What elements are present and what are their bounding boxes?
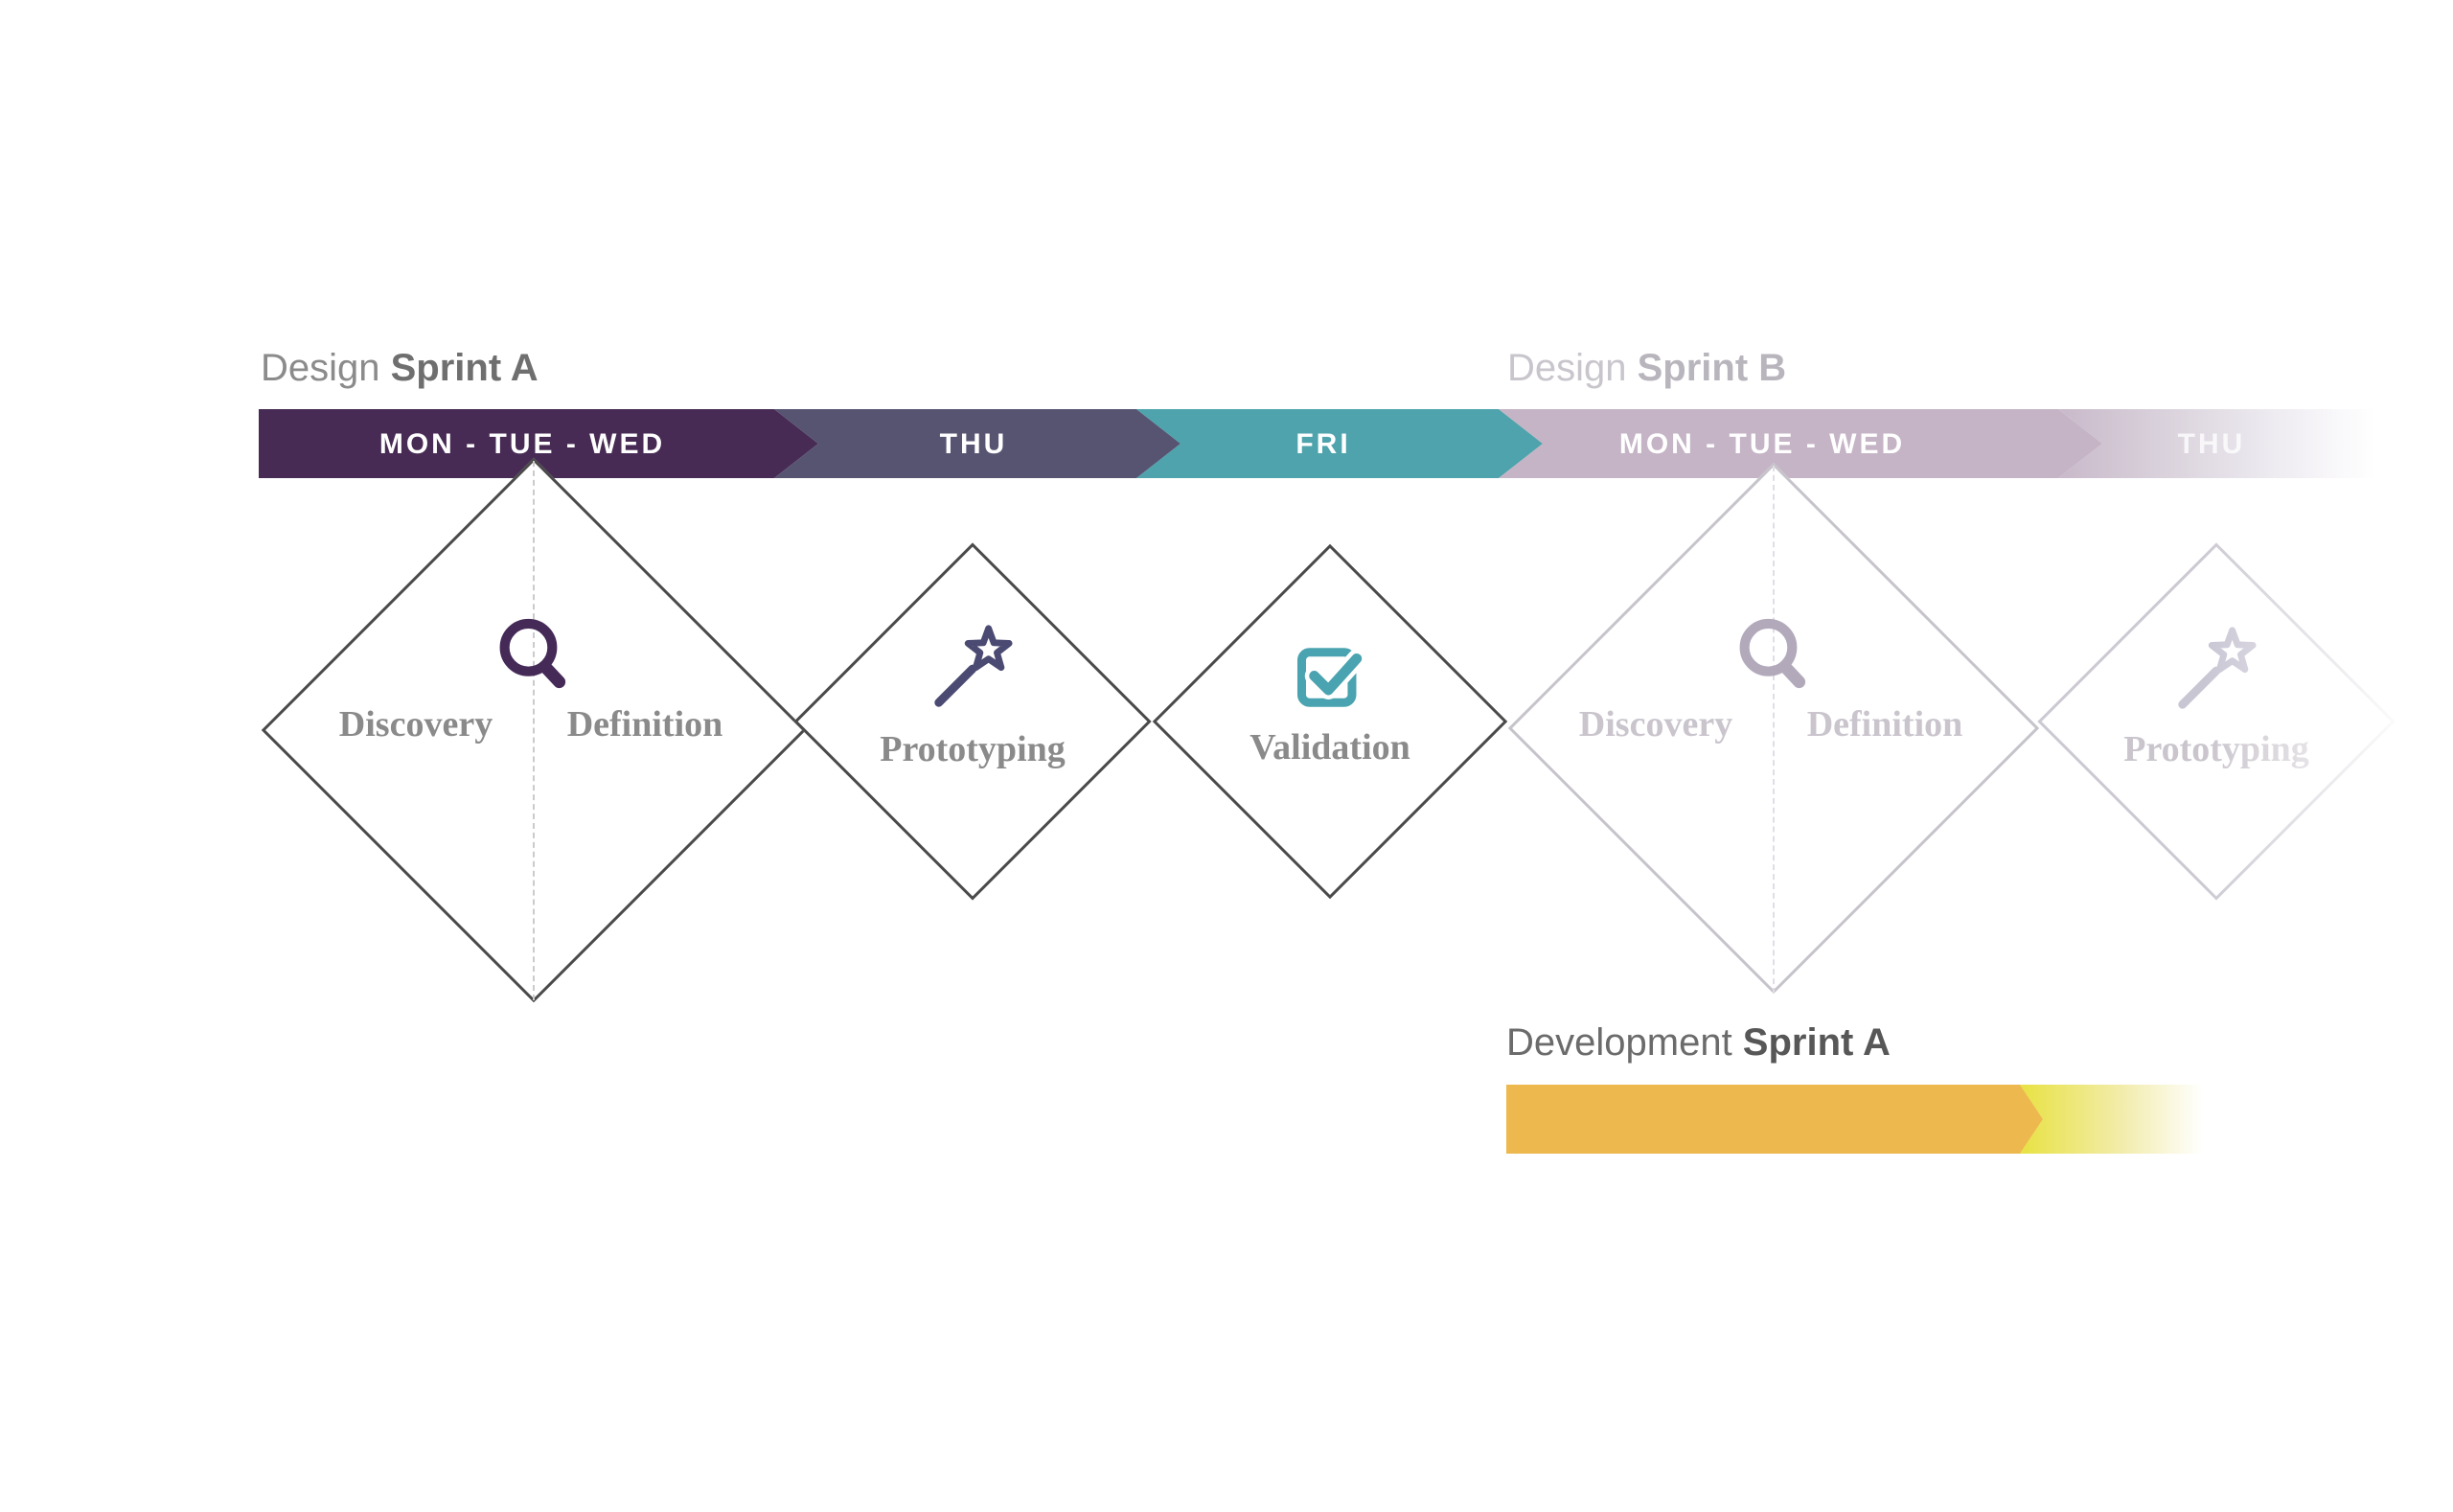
design-sprint-a-prefix: Design	[261, 347, 391, 389]
phase-validation-a: Validation	[1249, 727, 1410, 767]
prototyping-diamond-b-shape	[2037, 542, 2396, 901]
phase-definition-b: Definition	[1806, 704, 1963, 745]
development-sprint-a-title: Development Sprint A	[1506, 1021, 1891, 1064]
prototyping-diamond-sprint-b-fading: Prototyping	[2037, 530, 2453, 913]
design-sprint-b-title: Design Sprint B	[1507, 347, 1786, 389]
phase-prototyping-b: Prototyping	[2123, 729, 2309, 769]
phase-discovery-a: Discovery	[338, 704, 493, 745]
timeline-segment-fri-a	[1136, 409, 1543, 478]
magic-wand-icon	[934, 625, 1013, 707]
double-diamond-b-dashed-divider	[1773, 466, 1775, 994]
bar-label-mon-tue-wed-b: MON - TUE - WED	[1618, 428, 1906, 460]
magic-wand-icon-faded	[2178, 627, 2257, 709]
magnifier-icon	[499, 618, 566, 689]
validation-diamond-sprint-a	[1152, 543, 1508, 900]
bar-label-thu-a: THU	[939, 428, 1008, 460]
magnifier-icon-faded	[1739, 618, 1806, 689]
timeline-segment-thu-b-fading	[2058, 409, 2453, 478]
phase-prototyping-a: Prototyping	[880, 729, 1066, 769]
phase-definition-a: Definition	[566, 704, 723, 745]
checkbox-icon	[1296, 648, 1366, 707]
development-sprint-a-bold: Sprint A	[1742, 1021, 1891, 1064]
bar-label-fri-a: FRI	[1295, 428, 1351, 460]
development-bar-fade-segment	[2020, 1085, 2223, 1154]
design-sprint-b-prefix: Design	[1507, 347, 1638, 389]
bar-label-thu-b-faint: THU	[2177, 428, 2246, 460]
timeline-segment-mon-tue-wed-b	[1499, 409, 2102, 478]
prototyping-diamond-sprint-a	[793, 542, 1152, 901]
bar-label-mon-tue-wed-a: MON - TUE - WED	[378, 428, 666, 460]
phase-discovery-b: Discovery	[1578, 704, 1733, 745]
design-sprint-b-bold: Sprint B	[1637, 347, 1787, 389]
design-sprint-a-bold: Sprint A	[390, 347, 539, 389]
timeline-segment-thu-a	[774, 409, 1181, 478]
design-sprint-a-title: Design Sprint A	[261, 347, 539, 389]
development-bar-main-segment	[1506, 1085, 2043, 1154]
development-sprint-a-prefix: Development	[1506, 1021, 1743, 1064]
double-diamond-a-dashed-divider	[533, 461, 535, 1000]
